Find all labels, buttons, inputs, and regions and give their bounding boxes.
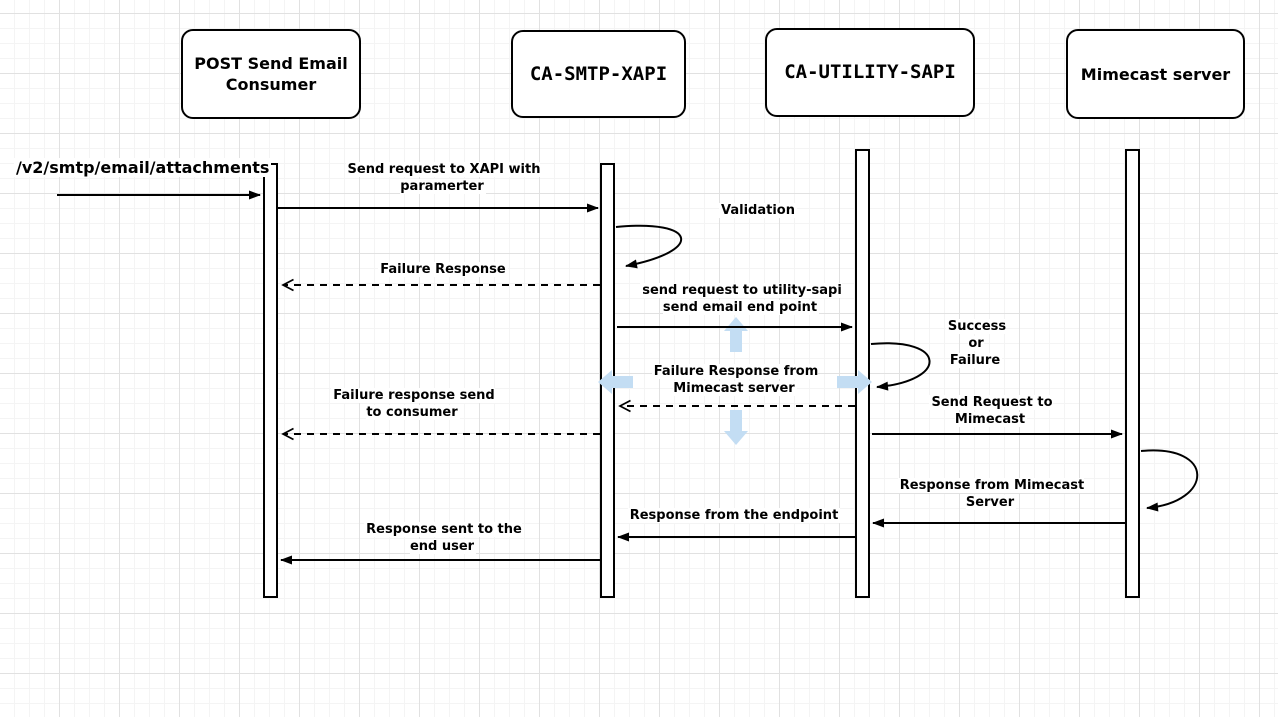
label-failure-response[interactable]: Failure Response <box>378 262 508 277</box>
activation-bar-sapi[interactable] <box>855 149 870 598</box>
label-response-from-endpoint[interactable]: Response from the endpoint <box>627 508 841 523</box>
self-loop-validation[interactable] <box>615 224 682 269</box>
actor-box-xapi[interactable]: CA-SMTP-XAPI <box>511 30 686 118</box>
activation-bar-mimecast[interactable] <box>1125 149 1140 598</box>
endpoint-path-label[interactable]: /v2/smtp/email/attachments <box>14 158 272 177</box>
label-send-request-to-utility-sapi[interactable]: send request to utility-sapi send email … <box>640 283 842 315</box>
direction-arrow-left-icon[interactable] <box>598 370 633 394</box>
actor-box-sapi[interactable]: CA-UTILITY-SAPI <box>765 28 975 117</box>
label-send-request-to-mimecast[interactable]: Send Request to Mimecast <box>929 395 1053 427</box>
label-validation[interactable]: Validation <box>719 203 797 218</box>
direction-arrow-right-icon[interactable] <box>837 370 872 394</box>
actor-box-consumer[interactable]: POST Send Email Consumer <box>181 29 361 119</box>
direction-arrow-up-icon[interactable] <box>724 317 748 352</box>
direction-arrow-down-icon[interactable] <box>724 410 748 445</box>
self-loop-success-or-failure[interactable] <box>870 342 931 391</box>
label-response-from-mimecast[interactable]: Response from Mimecast Server <box>897 478 1085 510</box>
actor-box-mimecast[interactable]: Mimecast server <box>1066 29 1245 119</box>
label-success-or-failure[interactable]: Success or Failure <box>945 319 1007 368</box>
self-loop-mimecast[interactable] <box>1140 449 1199 512</box>
label-send-request-to-xapi[interactable]: Send request to XAPI with paramerter <box>345 162 541 194</box>
label-failure-response-from-mimecast[interactable]: Failure Response from Mimecast server <box>651 364 819 396</box>
label-failure-response-to-consumer[interactable]: Failure response send to consumer <box>331 388 495 420</box>
label-response-to-end-user[interactable]: Response sent to the end user <box>364 522 522 554</box>
